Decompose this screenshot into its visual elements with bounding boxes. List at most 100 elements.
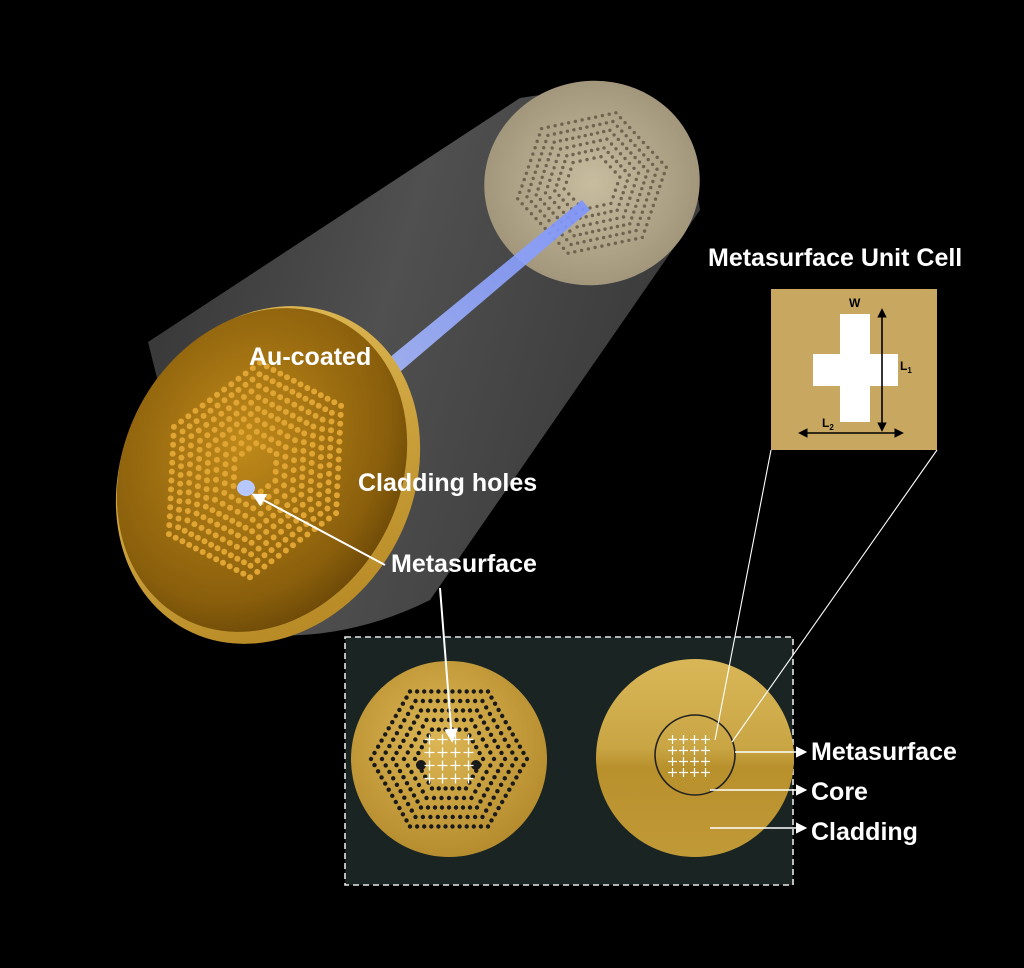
far-cladding-hole: [525, 207, 529, 211]
far-cladding-hole: [637, 135, 641, 140]
far-cladding-hole: [558, 139, 563, 143]
near-cladding-hole: [226, 539, 233, 546]
far-cladding-hole: [552, 140, 556, 144]
cladding-hole: [383, 763, 388, 768]
far-cladding-hole: [646, 145, 650, 150]
far-cladding-hole: [535, 164, 540, 168]
near-cladding-hole: [255, 394, 262, 401]
near-cladding-hole: [291, 457, 297, 464]
zoom-line-left: [714, 449, 772, 741]
near-cladding-hole: [200, 514, 207, 521]
metasurface-cross: [668, 757, 677, 766]
far-cladding-hole: [621, 215, 626, 219]
far-cladding-hole: [617, 202, 621, 207]
near-cladding-hole: [277, 370, 284, 377]
cladding-hole: [368, 756, 374, 762]
near-cladding-hole: [326, 470, 332, 477]
metasurface-cross: [463, 734, 474, 745]
cladding-hole: [496, 707, 501, 713]
far-cladding-hole: [632, 184, 636, 188]
near-cladding-hole: [247, 562, 254, 569]
far-cladding-hole: [609, 142, 614, 146]
cladding-hole: [450, 814, 455, 820]
near-cladding-hole: [331, 399, 338, 406]
near-cladding-hole: [177, 472, 184, 478]
near-cladding-hole: [228, 528, 234, 535]
far-cladding-hole: [555, 183, 559, 187]
near-cladding-hole: [268, 558, 275, 565]
far-cladding-hole: [602, 203, 606, 207]
near-cladding-hole: [261, 432, 267, 439]
far-cladding-hole: [627, 230, 632, 234]
near-cladding-hole: [250, 505, 257, 512]
near-cladding-hole: [263, 363, 270, 370]
far-cladding-hole: [557, 177, 561, 181]
cladding-hole: [470, 739, 475, 744]
near-cladding-hole: [199, 402, 206, 409]
far-cladding-hole: [571, 160, 575, 165]
near-cladding-hole: [309, 441, 316, 448]
far-cladding-hole: [561, 198, 565, 202]
far-cladding-hole: [571, 152, 575, 157]
far-cladding-hole: [529, 199, 534, 204]
far-cladding-hole: [636, 198, 640, 203]
near-cladding-hole: [309, 450, 316, 457]
cladding-hole: [480, 814, 485, 820]
cladding-hole: [496, 805, 501, 811]
inset-fiber-face-schematic: [596, 659, 794, 857]
near-cladding-hole: [281, 493, 288, 499]
near-cladding-hole: [263, 540, 270, 546]
far-cladding-hole: [651, 179, 655, 184]
far-cladding-hole: [595, 131, 600, 135]
far-cladding-hole: [623, 168, 627, 173]
cladding-hole: [489, 695, 494, 700]
near-cladding-hole: [305, 409, 312, 416]
near-cladding-hole: [203, 486, 210, 493]
cladding-hole: [443, 824, 448, 829]
near-cladding-hole: [307, 487, 314, 494]
cladding-hole: [489, 818, 494, 823]
far-cladding-hole: [531, 152, 535, 156]
near-cladding-hole: [185, 489, 192, 496]
far-cladding-hole: [604, 121, 609, 125]
near-cladding-hole: [213, 456, 220, 463]
cladding-hole: [457, 727, 462, 732]
near-cladding-hole: [196, 446, 203, 453]
far-cladding-hole: [597, 228, 601, 233]
cladding-hole: [443, 698, 448, 704]
near-cladding-hole: [170, 423, 177, 430]
far-cladding-hole: [624, 134, 628, 138]
near-cladding-hole: [318, 444, 325, 451]
far-cladding-hole: [538, 209, 542, 213]
near-cladding-hole: [335, 456, 342, 463]
far-cladding-hole: [634, 177, 638, 182]
near-cladding-hole: [282, 547, 289, 554]
far-cladding-hole: [537, 158, 542, 162]
near-cladding-hole: [290, 467, 297, 474]
cladding-hole: [461, 717, 467, 723]
cladding-hole: [436, 689, 441, 694]
cladding-hole: [423, 774, 428, 779]
near-cladding-hole: [241, 536, 248, 543]
near-cladding-hole: [254, 557, 261, 564]
cladding-hole: [485, 787, 490, 792]
far-cladding-hole: [536, 187, 540, 191]
near-cladding-hole: [270, 390, 277, 397]
far-cladding-hole: [548, 178, 552, 182]
near-cladding-hole: [324, 505, 331, 512]
metasurface-cross: [690, 757, 699, 766]
cladding-hole: [409, 808, 414, 813]
far-cladding-hole: [534, 204, 538, 209]
metasurface-cross: [701, 757, 710, 766]
near-cladding-hole: [176, 498, 183, 505]
far-cladding-hole: [565, 202, 570, 207]
far-cladding-hole: [606, 150, 610, 155]
far-cladding-hole: [599, 155, 603, 159]
cladding-hole: [398, 724, 403, 729]
cladding-hole: [425, 708, 431, 713]
cladding-hole: [415, 799, 420, 804]
far-cladding-hole: [588, 238, 593, 242]
near-cladding-hole: [221, 548, 228, 555]
cladding-hole: [478, 824, 484, 829]
far-cladding-hole: [655, 191, 660, 195]
